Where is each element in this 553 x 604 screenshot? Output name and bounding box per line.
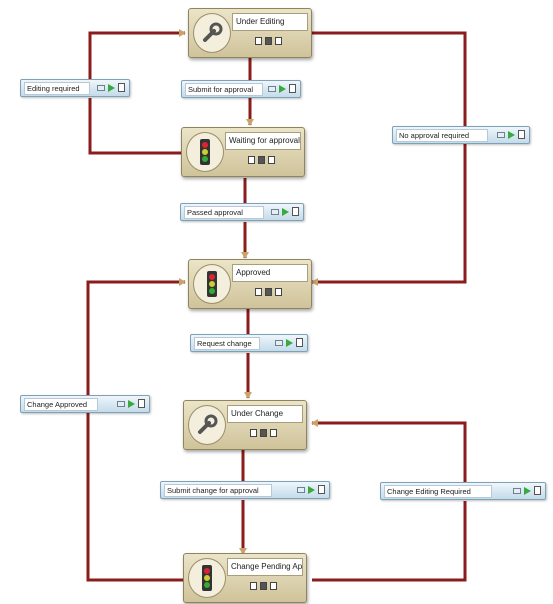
wrench-icon — [188, 405, 226, 445]
exit-doc-icon[interactable] — [289, 84, 296, 93]
document-icon[interactable] — [248, 156, 255, 164]
exit-doc-icon[interactable] — [292, 207, 299, 216]
exit-icon[interactable] — [275, 288, 282, 296]
transition-no-approval[interactable]: No approval required — [392, 126, 530, 144]
state-tools — [255, 288, 282, 296]
transition-change-editing[interactable]: Change Editing Required — [380, 482, 546, 500]
mail-icon[interactable] — [117, 400, 125, 407]
transition-label: Change Approved — [24, 398, 98, 411]
transition-change-approved[interactable]: Change Approved — [20, 395, 150, 413]
green-arrow-icon[interactable] — [108, 83, 115, 92]
exit-icon[interactable] — [275, 37, 282, 45]
transition-submit-change[interactable]: Submit change for approval — [160, 481, 330, 499]
traffic-light-icon — [188, 558, 226, 598]
wrench-icon — [193, 13, 231, 53]
state-label: Under Editing — [232, 13, 308, 31]
green-arrow-icon[interactable] — [286, 338, 293, 347]
traffic-light-icon — [193, 264, 231, 304]
exit-icon[interactable] — [270, 582, 277, 590]
transition-label: Passed approval — [184, 206, 264, 219]
transition-request-change[interactable]: Request change — [190, 334, 308, 352]
exit-doc-icon[interactable] — [296, 338, 303, 347]
hand-icon[interactable] — [260, 429, 267, 437]
transition-label: Submit change for approval — [164, 484, 272, 497]
hand-icon[interactable] — [265, 288, 272, 296]
transition-editing-required[interactable]: Editing required — [20, 79, 130, 97]
transition-tools — [271, 207, 299, 216]
mail-icon[interactable] — [497, 131, 505, 138]
transition-tools — [117, 399, 145, 408]
document-icon[interactable] — [250, 429, 257, 437]
exit-icon[interactable] — [270, 429, 277, 437]
state-label: Approved — [232, 264, 308, 282]
state-waiting-approval[interactable]: Waiting for approval — [181, 127, 305, 177]
transition-label: Request change — [194, 337, 260, 350]
green-arrow-icon[interactable] — [282, 207, 289, 216]
transition-submit-approval[interactable]: Submit for approval — [181, 80, 301, 98]
green-arrow-icon[interactable] — [508, 130, 515, 139]
transition-label: Change Editing Required — [384, 485, 492, 498]
state-label: Change Pending Appr — [227, 558, 303, 576]
state-label: Under Change — [227, 405, 303, 423]
mail-icon[interactable] — [275, 339, 283, 346]
transition-tools — [97, 83, 125, 92]
transition-tools — [513, 486, 541, 495]
state-approved[interactable]: Approved — [188, 259, 312, 309]
wire-waiting-to-edit — [88, 33, 188, 155]
traffic-light-icon — [186, 132, 224, 172]
transition-label: No approval required — [396, 129, 488, 142]
wire-edit-to-approved — [312, 31, 467, 282]
exit-doc-icon[interactable] — [318, 485, 325, 494]
transition-passed-approval[interactable]: Passed approval — [180, 203, 304, 221]
exit-doc-icon[interactable] — [118, 83, 125, 92]
transition-tools — [297, 485, 325, 494]
exit-icon[interactable] — [268, 156, 275, 164]
transition-tools — [268, 84, 296, 93]
state-under-editing[interactable]: Under Editing — [188, 8, 312, 58]
exit-doc-icon[interactable] — [534, 486, 541, 495]
mail-icon[interactable] — [268, 85, 276, 92]
exit-doc-icon[interactable] — [138, 399, 145, 408]
state-tools — [248, 156, 275, 164]
state-tools — [250, 429, 277, 437]
mail-icon[interactable] — [97, 84, 105, 91]
transition-label: Submit for approval — [185, 83, 263, 96]
wire-pending-to-change — [312, 423, 467, 582]
document-icon[interactable] — [255, 37, 262, 45]
hand-icon[interactable] — [260, 582, 267, 590]
state-change-pending[interactable]: Change Pending Appr — [183, 553, 307, 603]
hand-icon[interactable] — [265, 37, 272, 45]
green-arrow-icon[interactable] — [308, 485, 315, 494]
wire-pending-to-approved — [86, 282, 185, 582]
green-arrow-icon[interactable] — [524, 486, 531, 495]
document-icon[interactable] — [255, 288, 262, 296]
transition-tools — [497, 130, 525, 139]
transition-tools — [275, 338, 303, 347]
green-arrow-icon[interactable] — [279, 84, 286, 93]
green-arrow-icon[interactable] — [128, 399, 135, 408]
exit-doc-icon[interactable] — [518, 130, 525, 139]
mail-icon[interactable] — [513, 487, 521, 494]
transition-label: Editing required — [24, 82, 90, 95]
state-tools — [255, 37, 282, 45]
mail-icon[interactable] — [297, 486, 305, 493]
document-icon[interactable] — [250, 582, 257, 590]
state-label: Waiting for approval — [225, 132, 301, 150]
mail-icon[interactable] — [271, 208, 279, 215]
state-under-change[interactable]: Under Change — [183, 400, 307, 450]
state-tools — [250, 582, 277, 590]
hand-icon[interactable] — [258, 156, 265, 164]
